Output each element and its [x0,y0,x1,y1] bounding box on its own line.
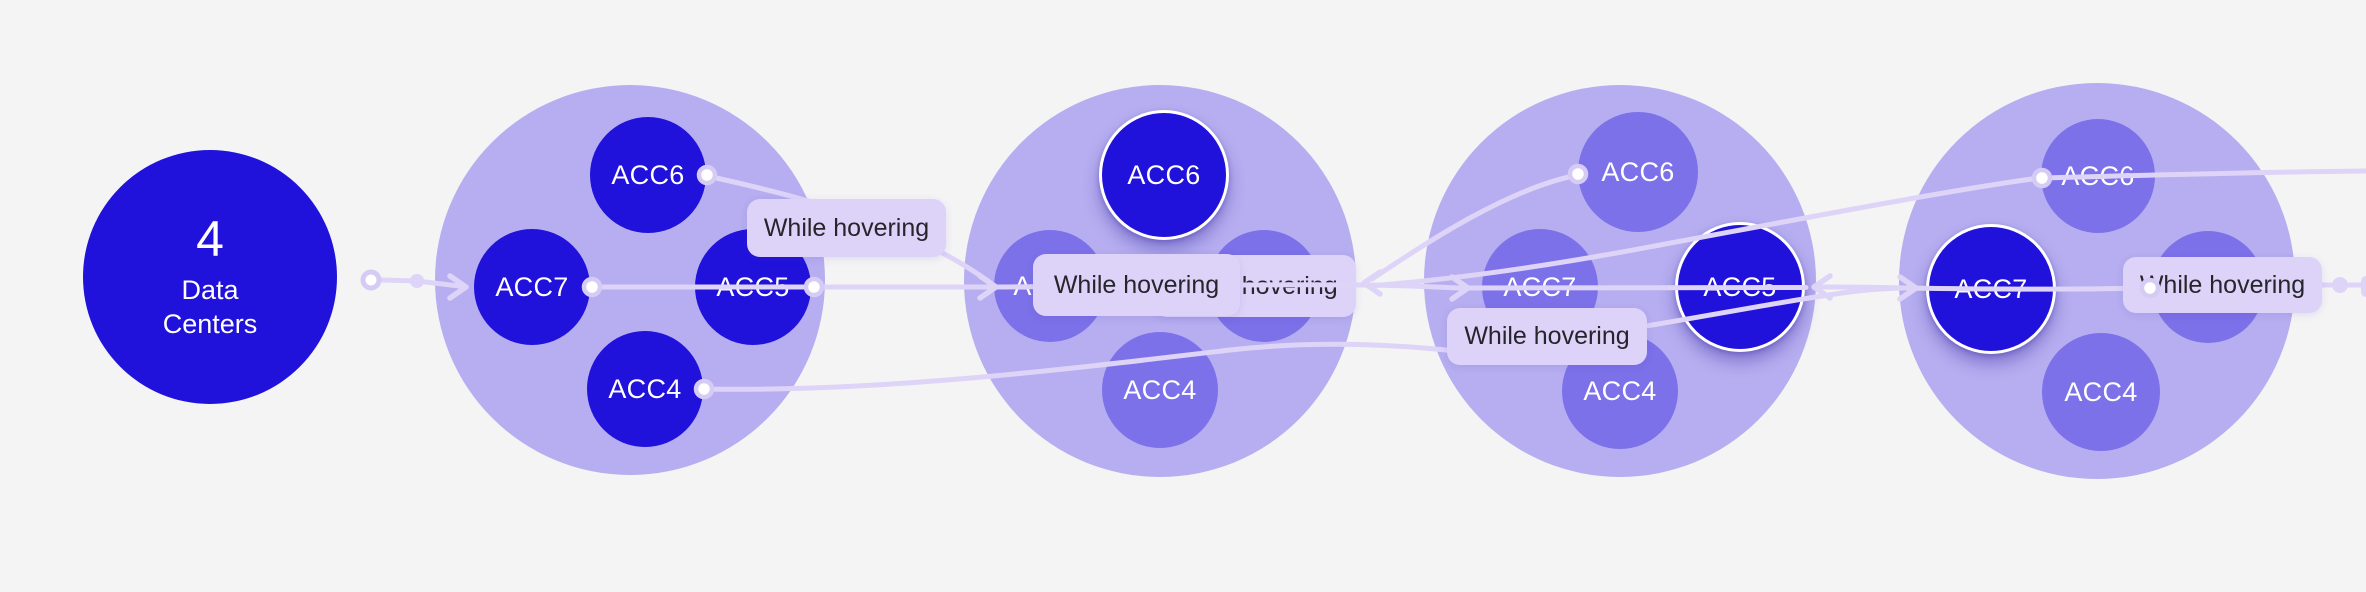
account-node-dc1-acc4[interactable]: ACC4 [587,331,703,447]
account-label: ACC4 [608,373,682,404]
account-label: ACC6 [611,159,685,190]
account-node-dc2-acc4[interactable]: ACC4 [1102,332,1218,448]
tooltip-text: While hovering [763,213,930,242]
tooltip-while-hovering-dc1: While hovering [747,199,946,257]
account-node-dc4-acc6[interactable]: ACC6 [2041,119,2155,233]
account-label: ACC4 [2064,376,2138,407]
account-label: ACC6 [1601,156,1675,187]
account-label: ACC4 [1123,374,1197,405]
clipped-right-edge-pill [2361,276,2366,297]
data-centers-summary-node: 4 Data Centers [83,150,337,404]
tooltip-while-hovering-dc4: While hovering [2123,257,2322,313]
data-centers-count: 4 [196,210,224,267]
account-node-dc3-acc6[interactable]: ACC6 [1578,112,1698,232]
origin-ring-dot [360,269,382,291]
tooltip-while-hovering-dc3: While hovering [1447,308,1647,365]
account-node-dc4-acc7[interactable]: ACC7 [1926,224,2056,354]
account-label: ACC5 [716,271,790,302]
account-node-dc2-acc6[interactable]: ACC6 [1099,110,1229,240]
tooltip-text: While hovering [2139,270,2306,299]
arrowhead-back-into-dc2 [1361,269,1383,297]
tooltip-text: While hovering [1464,322,1630,350]
account-label: ACC4 [1583,375,1657,406]
account-label: ACC6 [1127,159,1201,190]
account-label: ACC7 [1503,271,1577,302]
account-label: ACC5 [1703,271,1777,302]
tooltip-text: While hovering [1053,270,1220,299]
account-node-dc1-acc7[interactable]: ACC7 [474,229,590,345]
origin-mid-dot [410,274,424,288]
account-node-dc3-acc5[interactable]: ACC5 [1675,222,1805,352]
data-centers-label: Data Centers [162,275,258,340]
account-node-dc4-acc4[interactable]: ACC4 [2042,333,2160,451]
exit-mid-dot [2332,277,2348,293]
arrowhead-back-into-dc3 [1811,273,1833,301]
account-label: ACC6 [2061,160,2135,191]
account-label: ACC7 [1954,273,2028,304]
account-label: ACC7 [495,271,569,302]
account-node-dc1-acc6[interactable]: ACC6 [590,117,706,233]
tooltip-while-hovering-dc2-a: While hovering [1033,254,1240,316]
